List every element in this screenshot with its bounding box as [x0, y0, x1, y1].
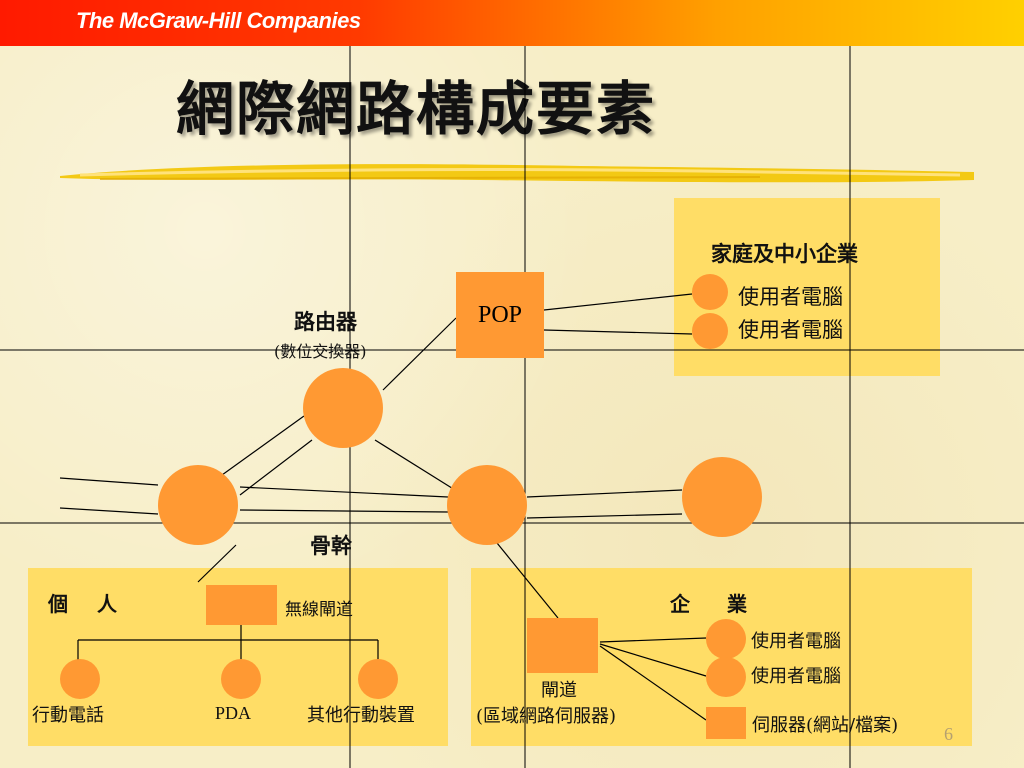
page-number: 6	[944, 724, 953, 744]
home-pc-1-node	[692, 274, 728, 310]
server-node	[706, 707, 746, 739]
enterprise-gateway-label: 閘道	[541, 680, 577, 701]
mobile-phone-node	[60, 659, 100, 699]
server-label: 伺服器(網站/檔案)	[752, 715, 899, 736]
home-pc-1-label: 使用者電腦	[738, 285, 843, 309]
wireless-gateway-label: 無線閘道	[285, 600, 353, 620]
brand-logo: The McGraw-Hill Companies	[76, 8, 361, 33]
router-node	[303, 368, 383, 448]
wireless-gateway-node	[206, 585, 277, 625]
connection-lines	[59, 293, 707, 721]
enterprise-pc-2-node	[706, 657, 746, 697]
title-underline-swoosh	[60, 164, 974, 183]
home-pc-2-label: 使用者電腦	[738, 318, 843, 342]
enterprise-group-title: 企 業	[670, 592, 747, 616]
header-bar: The McGraw-Hill Companies	[0, 0, 1024, 46]
enterprise-pc-1-node	[706, 619, 746, 659]
home-pc-2-node	[692, 313, 728, 349]
pda-node	[221, 659, 261, 699]
backbone-node-right	[682, 457, 762, 537]
page-title: 網際網路構成要素	[176, 75, 657, 143]
enterprise-pc-1-label: 使用者電腦	[751, 631, 841, 652]
pop-label: POP	[477, 302, 523, 328]
enterprise-pc-2-label: 使用者電腦	[751, 666, 841, 687]
pop-node	[456, 272, 544, 358]
enterprise-gateway-node	[527, 618, 598, 673]
grid-lines	[0, 46, 1024, 768]
backbone-label: 骨幹	[310, 533, 352, 558]
enterprise-gateway-sublabel: (區域網路伺服器)	[476, 706, 617, 727]
personal-group-title: 個 人	[48, 592, 117, 616]
other-mobile-device-label: 其他行動裝置	[307, 705, 415, 726]
backbone-node-left	[158, 465, 238, 545]
router-sublabel: (數位交換器)	[274, 342, 367, 361]
pda-label: PDA	[215, 703, 252, 723]
backbone-node-middle	[447, 465, 527, 545]
other-mobile-device-node	[358, 659, 398, 699]
router-label: 路由器	[294, 309, 357, 334]
router-pop-link	[382, 317, 457, 391]
home-group-title: 家庭及中小企業	[711, 241, 858, 266]
mobile-phone-label: 行動電話	[32, 705, 104, 726]
